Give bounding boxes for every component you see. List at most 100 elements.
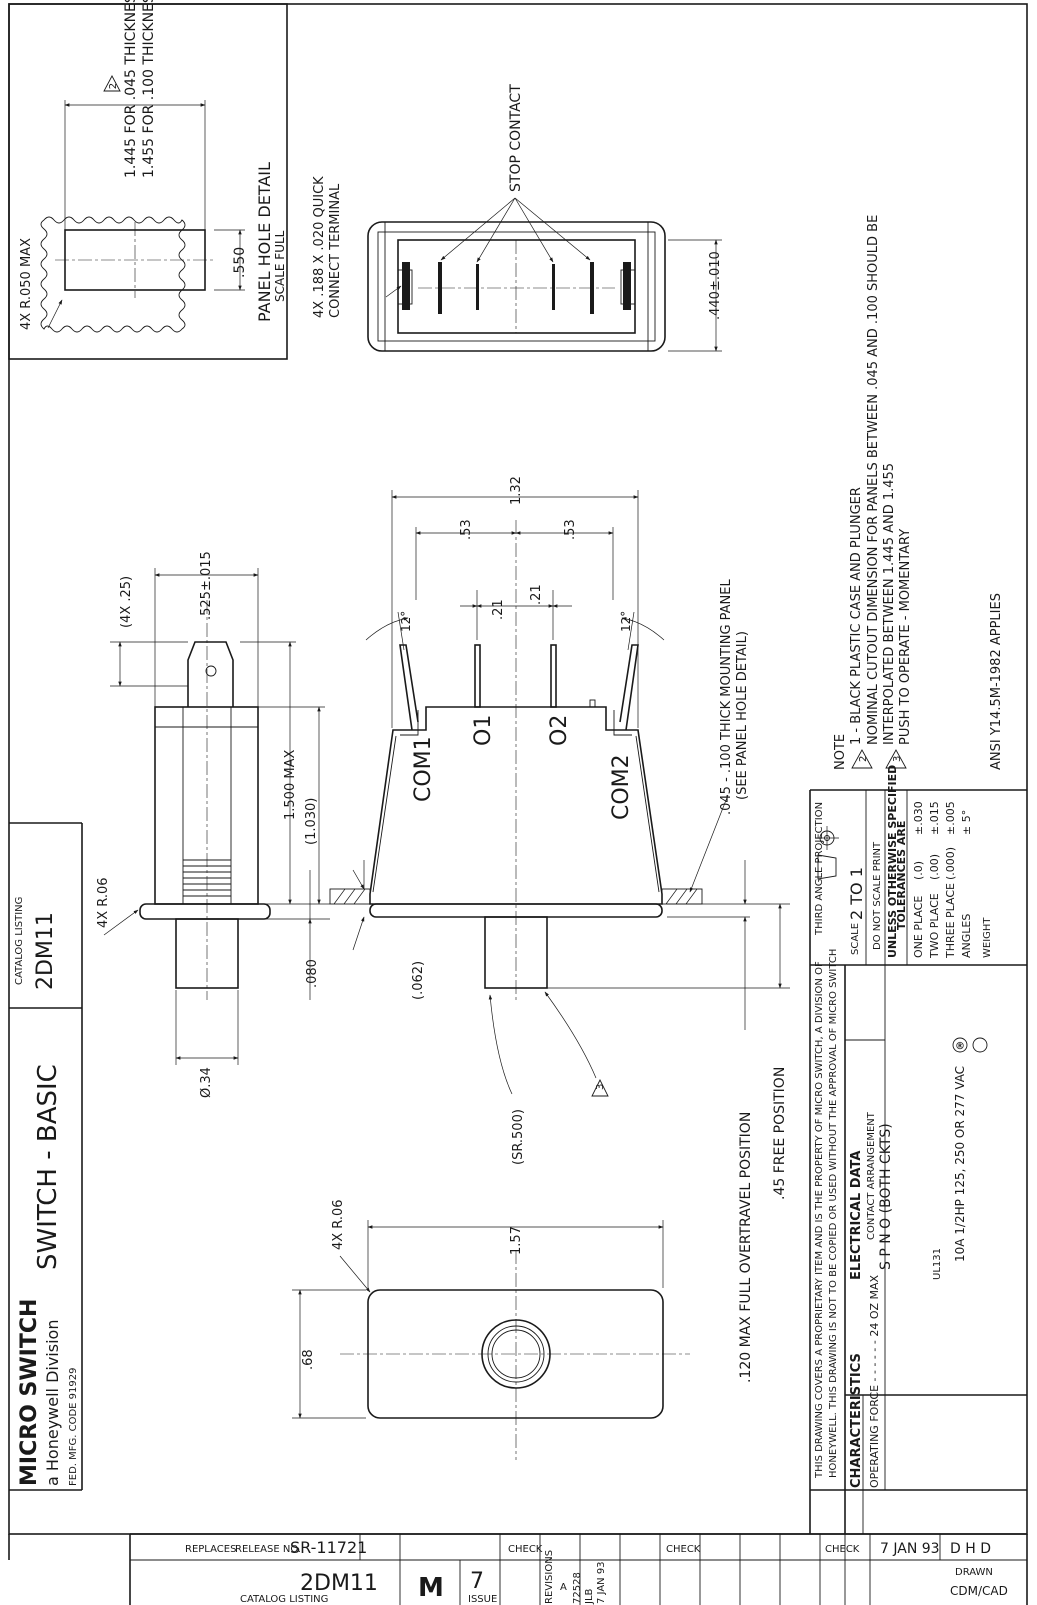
free-position-label: .45 FREE POSITION [772, 1067, 788, 1200]
rev-date: 7 JAN 93 [596, 1561, 607, 1604]
plunger-dia-label: Ø.34 [199, 1067, 214, 1098]
panel-length-100: 1.455 FOR .100 THICKNESS [141, 0, 157, 178]
bottom-catalog-value: 2DM11 [300, 1571, 378, 1596]
catalog-listing-label: CATALOG LISTING [14, 897, 25, 985]
terminal-label: 4X .188 X .020 QUICK [312, 176, 327, 318]
front-offset-left: .21 [491, 599, 506, 620]
title-strip [9, 822, 83, 1491]
standard-label: ANSI Y14.5M-1982 APPLIES [989, 593, 1004, 770]
front-view [329, 490, 790, 1097]
side-terminal-pitch: (4X .25) [119, 576, 134, 628]
stop-contact-label: STOP CONTACT [508, 84, 524, 192]
check-label-3: CHECK [825, 1544, 860, 1555]
terminal-com1: COM1 [411, 736, 436, 802]
rating-value: 10A 1/2HP 125, 250 OR 277 VAC [953, 1066, 967, 1262]
front-overall-label: 1.32 [509, 476, 524, 505]
terminal-label-2: CONNECT TERMINAL [328, 183, 343, 318]
rev-by: JLB [584, 1588, 595, 1605]
panel-length-045: 1.445 FOR .045 THICKNESS [123, 0, 139, 178]
bottom-view [367, 197, 722, 352]
terminal-o2: O2 [547, 715, 572, 746]
notes-block [851, 749, 907, 769]
issue-label: ISSUE [468, 1594, 497, 1605]
tol-angles-label: ANGLES [960, 914, 973, 958]
terminal-com2: COM2 [609, 754, 634, 820]
fed-code: FED. MFG. CODE 91929 [68, 1368, 79, 1486]
tol-one-label: ONE PLACE [912, 896, 925, 958]
tol-angles-value: ± 5° [960, 810, 973, 835]
panel-hole-scale: SCALE FULL [273, 230, 287, 302]
weight-label: WEIGHT [982, 917, 993, 958]
tol-three-value: ±.005 [944, 801, 957, 835]
mounting-panel-ref: (SEE PANEL HOLE DETAIL) [735, 631, 750, 800]
operating-force: OPERATING FORCE - - - - - - 24 OZ MAX [868, 1274, 881, 1488]
revisions-label: REVISIONS [544, 1550, 555, 1604]
date-value: 7 JAN 93 [880, 1541, 940, 1557]
top-view [292, 1220, 690, 1460]
tol-three-example: (.000) [944, 847, 957, 880]
ul-label: UL131 [932, 1248, 943, 1280]
tol-two-value: ±.015 [928, 801, 941, 835]
tolerance-header: UNLESS OTHERWISE SPECIFIED [886, 765, 899, 958]
title-block: ® [809, 789, 1027, 1534]
rev-ecn: 72528 [572, 1572, 583, 1604]
side-view [103, 568, 330, 1065]
top-height-label: .68 [301, 1349, 316, 1370]
front-angle-right: 12° [619, 611, 633, 632]
flag-3-ref: 3 [595, 1084, 606, 1090]
tolerance-header-2: TOLERANCES ARE [895, 821, 908, 930]
rev-letter: A [560, 1582, 567, 1593]
replaces-label: REPLACES [185, 1544, 236, 1555]
note-1: 1 - BLACK PLASTIC CASE AND PLUNGER [849, 487, 864, 745]
side-flange-label: .080 [305, 959, 320, 988]
scale-label: SCALE [850, 923, 861, 955]
tol-two-label: TWO PLACE [928, 893, 941, 959]
side-width-label: .525±.015 [199, 551, 214, 620]
release-label: RELEASE NO. [235, 1544, 301, 1555]
tol-one-example: (.0) [912, 861, 925, 880]
drawn-label: DRAWN [955, 1567, 993, 1578]
projection-label: THIRD ANGLE PROJECTION [814, 802, 825, 936]
drawing-title: SWITCH - BASIC [33, 1064, 63, 1270]
flag-2: 2 [108, 83, 119, 89]
panel-hole-detail: 2 [8, 3, 288, 360]
panel-width-label: .550 [232, 247, 248, 278]
side-radius-label: 4X R.06 [96, 877, 111, 928]
characteristics-label: CHARACTERISTICS [849, 1353, 864, 1488]
proprietary-line-2: HONEYWELL. THIS DRAWING IS NOT TO BE COP… [828, 949, 839, 1478]
panel-hole-title: PANEL HOLE DETAIL [255, 162, 274, 322]
division-label: a Honeywell Division [43, 1320, 62, 1486]
check-label-1: CHECK [508, 1544, 543, 1555]
note-flag-3: 3 [892, 756, 903, 762]
cdm-label: CDM/CAD [950, 1584, 1008, 1598]
mounting-panel-label: .045 - .100 THICK MOUNTING PANEL [719, 579, 734, 815]
overtravel-label: .120 MAX FULL OVERTRAVEL POSITION [738, 1112, 754, 1383]
contact-arrangement-label: CONTACT ARRANGEMENT [866, 1111, 877, 1240]
terminal-o1: O1 [471, 715, 496, 746]
do-not-scale: DO NOT SCALE PRINT [872, 841, 883, 950]
note-3: PUSH TO OPERATE - MOMENTARY [898, 529, 913, 745]
tol-three-label: THREE PLACE [944, 883, 957, 959]
size-letter: M [418, 1573, 444, 1603]
electrical-data-label: ELECTRICAL DATA [849, 1151, 864, 1280]
proprietary-line-1: THIS DRAWING COVERS A PROPRIETARY ITEM A… [814, 961, 825, 1479]
contact-arrangement-value: S P N O (BOTH CKTS) [878, 1123, 894, 1270]
panel-radius-label: 4X R.050 MAX [19, 238, 34, 330]
front-span-left: .53 [459, 519, 474, 540]
note-2b: INTERPOLATED BETWEEN 1.445 AND 1.455 [882, 463, 897, 745]
catalog-listing-value: 2DM11 [33, 912, 58, 990]
bottom-catalog-label: CATALOG LISTING [240, 1594, 328, 1605]
drawn-by-value: D H D [950, 1541, 991, 1557]
plunger-radius-label: (SR.500) [511, 1109, 526, 1165]
scale-value: 2 TO 1 [847, 867, 866, 920]
bottom-strip [8, 1533, 1028, 1605]
notes-header: NOTE [833, 734, 848, 770]
side-body-label: (1.030) [304, 798, 319, 845]
panel-gap-label: (.062) [411, 961, 426, 1000]
check-label-2: CHECK [666, 1544, 701, 1555]
note-flag-2: 2 [858, 756, 869, 762]
tol-two-example: (.00) [928, 854, 941, 880]
front-angle-left: 12° [399, 611, 413, 632]
note-2: NOMINAL CUTOUT DIMENSION FOR PANELS BETW… [866, 215, 881, 745]
